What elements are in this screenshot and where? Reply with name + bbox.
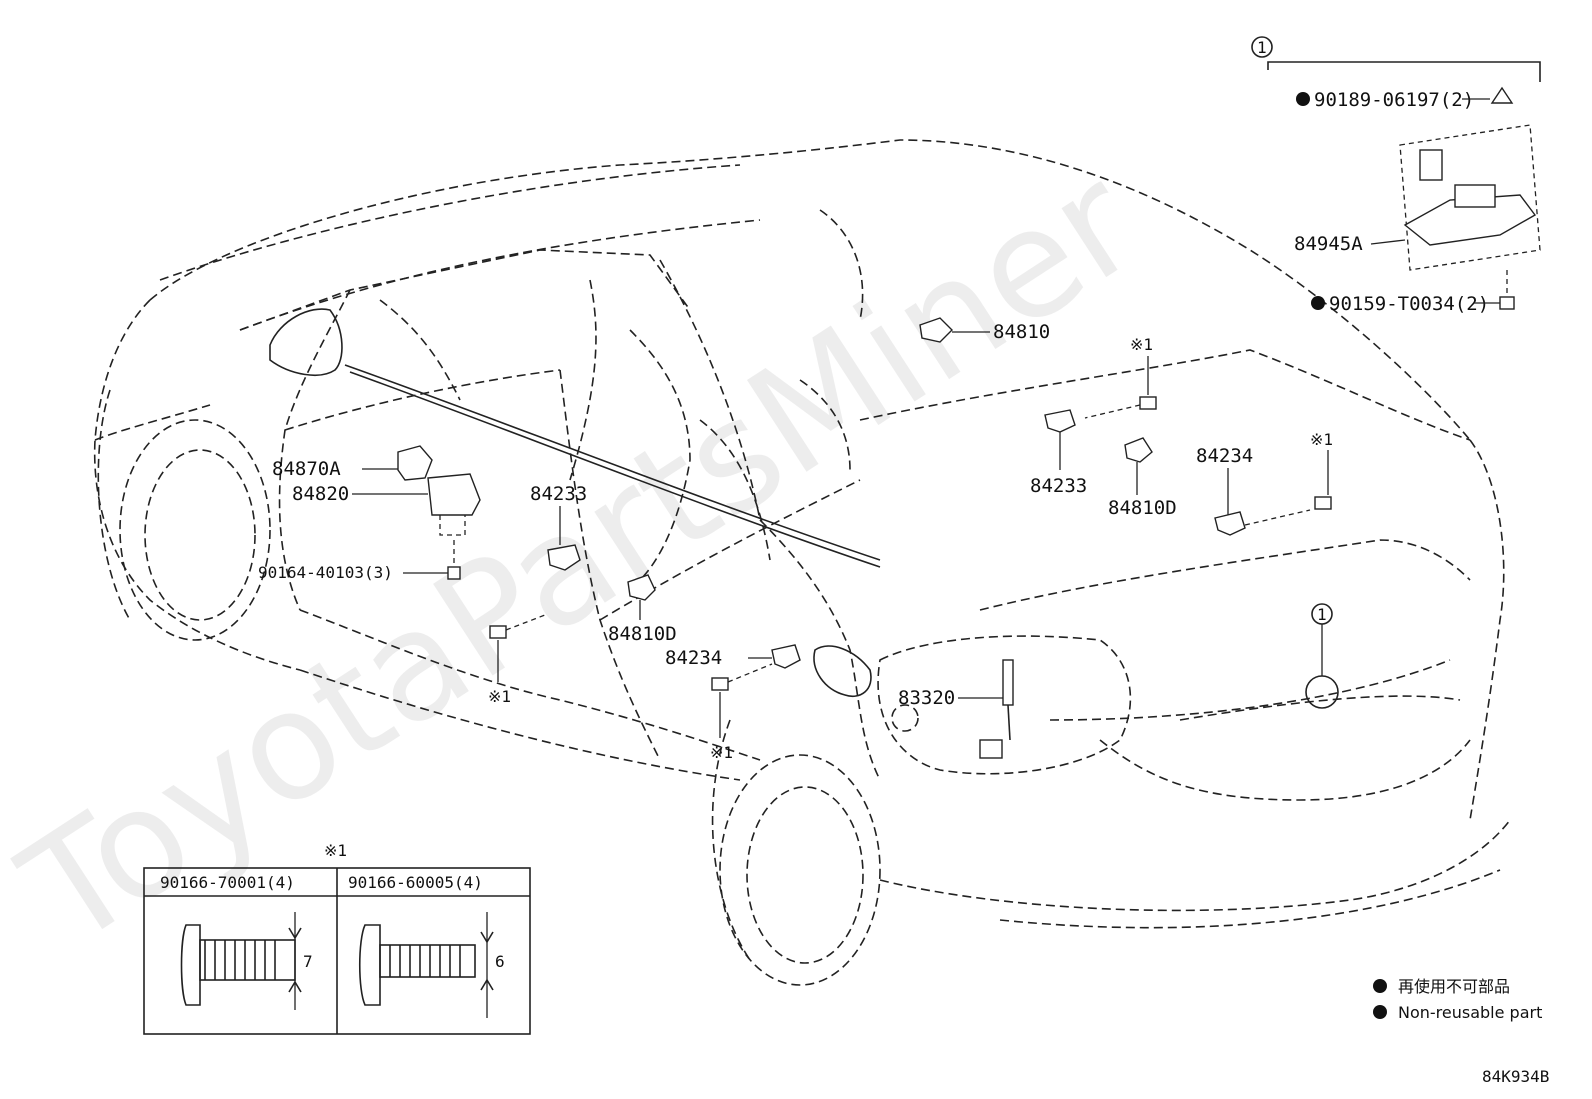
part-90159-T0034: 90159-T0034(2) (1311, 270, 1515, 315)
part-84233-rear: 84233 (1030, 409, 1087, 497)
rear-wheel (711, 719, 881, 986)
bolt-col1-dim: 7 (303, 952, 313, 971)
wire-harness (344, 364, 881, 568)
interior-outline (379, 209, 864, 581)
location-circle-number: 1 (1317, 605, 1327, 624)
diagram-code: 84K934B (1482, 1067, 1549, 1086)
ref-mark-2: ※1 (1310, 430, 1333, 449)
label-84810: 84810 (993, 321, 1050, 343)
label-90164-40103: 90164-40103(3) (258, 563, 393, 582)
label-84234-front: 84234 (665, 647, 722, 669)
legend-dot-en (1373, 1005, 1387, 1019)
bolt-col1-part: 90166-70001(4) (160, 873, 295, 892)
front-wheel (97, 389, 271, 641)
ref-mark-3: ※1 (488, 687, 511, 706)
part-90164-40103: 90164-40103(3) (258, 540, 461, 582)
bolt-table: ※1 90166-70001(4) 90166-60005(4) 7 6 (143, 841, 531, 1035)
ref-mark-rear-right: ※1 (1310, 430, 1333, 510)
bolt-col2-part: 90166-60005(4) (348, 873, 483, 892)
legend-text-en: Non-reusable part (1398, 1003, 1542, 1022)
assembly-1-location: 1 (1305, 603, 1339, 709)
label-84233-rear: 84233 (1030, 475, 1087, 497)
side-mirror (269, 308, 343, 376)
watermark-text: ToyotaPartsMiner (0, 135, 1166, 981)
part-84870A: 84870A (272, 445, 433, 481)
assembly-1-bracket: 1 (1251, 36, 1541, 82)
label-84810D-rear: 84810D (1108, 497, 1177, 519)
ref-mark-1: ※1 (1130, 335, 1153, 354)
part-84233-front: 84233 (530, 483, 587, 571)
part-84945A: 84945A (1294, 124, 1541, 271)
part-84820: 84820 (292, 473, 481, 536)
legend: 再使用不可部品 Non-reusable part (1373, 977, 1542, 1022)
legend-text-jp: 再使用不可部品 (1398, 977, 1510, 996)
ref-mark-front-lower: ※1 (488, 614, 546, 706)
non-reusable-dot (1311, 296, 1325, 310)
car-body-outline (93, 139, 1511, 929)
assembly-circle-number: 1 (1257, 38, 1267, 57)
part-90189-06197: 90189-06197(2) (1296, 86, 1514, 111)
label-90189-06197: 90189-06197(2) (1314, 89, 1474, 111)
label-84234-rear: 84234 (1196, 445, 1253, 467)
label-84945A: 84945A (1294, 233, 1363, 255)
label-84810D-front: 84810D (608, 623, 677, 645)
legend-dot-jp (1373, 979, 1387, 993)
bolt-60005-drawing: 6 (358, 912, 505, 1018)
label-84820: 84820 (292, 483, 349, 505)
label-84233-front: 84233 (530, 483, 587, 505)
non-reusable-dot (1296, 92, 1310, 106)
part-84810D-rear: 84810D (1108, 437, 1177, 519)
label-84870A: 84870A (272, 458, 341, 480)
part-83320: 83320 (898, 659, 1014, 759)
ref-mark-4: ※1 (710, 743, 733, 762)
part-84810: 84810 (919, 317, 1050, 343)
fuel-tank (813, 635, 1132, 775)
part-84234-front: 84234 (665, 644, 801, 669)
part-84810D-front: 84810D (608, 574, 677, 645)
bolt-table-ref: ※1 (324, 841, 347, 860)
part-84234-rear: 84234 (1196, 445, 1311, 536)
bolt-70001-drawing: 7 (180, 912, 313, 1010)
label-83320: 83320 (898, 687, 955, 709)
ref-mark-rear-top: ※1 (1084, 335, 1157, 419)
label-90159-T0034: 90159-T0034(2) (1329, 293, 1489, 315)
bolt-col2-dim: 6 (495, 952, 505, 971)
ref-mark-rear-door: ※1 (710, 663, 773, 762)
